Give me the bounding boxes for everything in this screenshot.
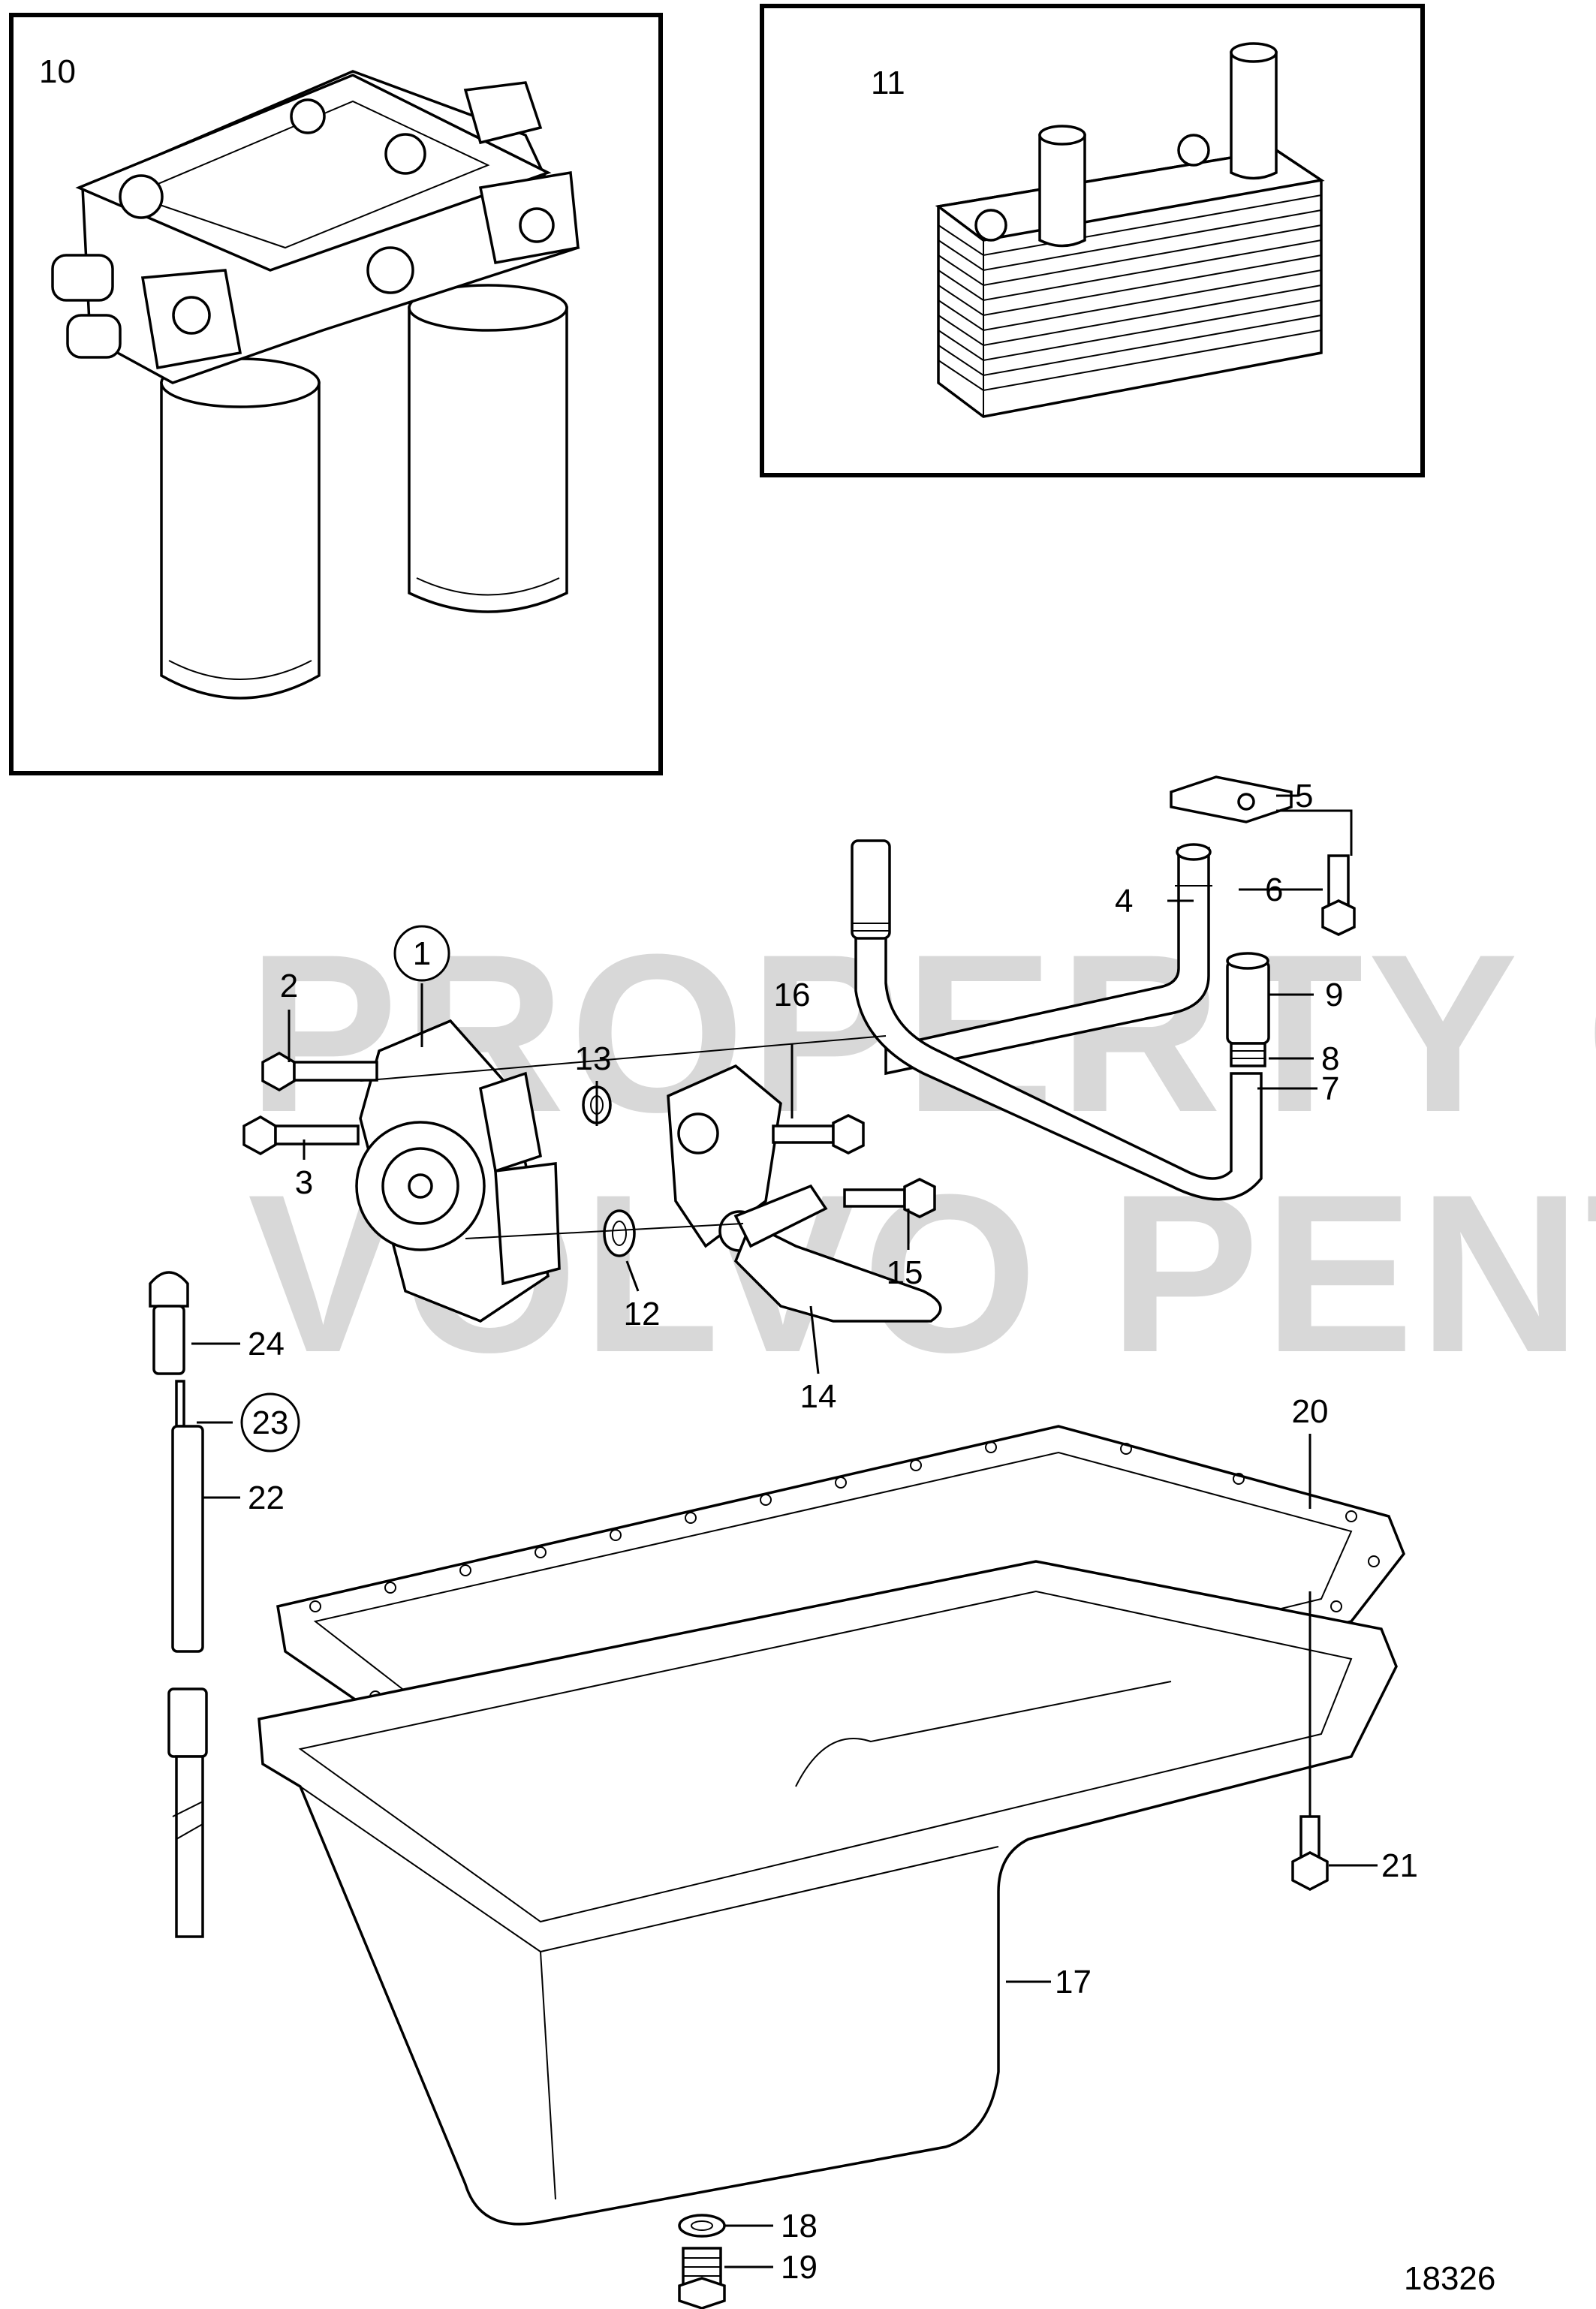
bolt-6 — [1321, 854, 1356, 936]
callout-9: 9 — [1325, 977, 1343, 1013]
dipstick-guide-tube — [167, 1425, 208, 1938]
callout-15: 15 — [887, 1254, 923, 1291]
callout-17: 17 — [1055, 1964, 1092, 2000]
oil-pump — [355, 1019, 561, 1323]
nipple-9 — [1226, 952, 1270, 1045]
callout-10: 10 — [39, 53, 76, 90]
o-ring-8 — [1230, 1042, 1266, 1067]
callout-20: 20 — [1292, 1393, 1329, 1430]
inset-oil-cooler: 11 — [760, 4, 1425, 477]
callout-2: 2 — [280, 968, 298, 1004]
dipstick — [149, 1271, 189, 1428]
bolt-15 — [843, 1178, 936, 1218]
washer-18 — [678, 2214, 726, 2238]
svg-text:23: 23 — [252, 1404, 289, 1441]
bolt-2 — [261, 1051, 378, 1092]
callout-6: 6 — [1265, 872, 1283, 908]
oil-pan — [257, 1560, 1398, 2226]
bolt-3 — [242, 1115, 360, 1156]
svg-text:1: 1 — [413, 935, 431, 972]
figure-number: 18326 — [1404, 2260, 1495, 2297]
callout-22: 22 — [248, 1480, 285, 1516]
callout-labels: 1 2 3 4 5 6 7 8 9 12 13 14 15 16 17 18 1… — [240, 778, 1418, 2286]
callout-12: 12 — [624, 1296, 661, 1332]
callout-24: 24 — [248, 1326, 285, 1362]
oil-cooler-body — [935, 42, 1325, 418]
callout-7: 7 — [1321, 1070, 1339, 1107]
oil-filter-canister-left — [160, 357, 321, 700]
callout-19: 19 — [781, 2249, 818, 2286]
bolt-21 — [1291, 1815, 1329, 1891]
callout-5: 5 — [1295, 778, 1313, 814]
bolt-16 — [772, 1114, 865, 1154]
leader-lines — [191, 794, 1378, 2268]
callout-21: 21 — [1381, 1847, 1418, 1884]
inset-oil-filter-housing: 10 — [9, 13, 663, 775]
seal-ring-12 — [603, 1209, 636, 1257]
callout-16: 16 — [774, 977, 811, 1013]
callout-14: 14 — [800, 1378, 837, 1415]
callout-3: 3 — [295, 1164, 313, 1201]
callout-18: 18 — [781, 2208, 818, 2244]
callout-4: 4 — [1115, 883, 1133, 920]
oil-pipe-7 — [851, 839, 1263, 1201]
filter-housing-body — [51, 70, 580, 384]
clamp-5 — [1170, 775, 1293, 823]
oil-filter-canister-right — [408, 284, 568, 613]
callout-11: 11 — [871, 65, 905, 101]
oil-pipe-4 — [884, 843, 1212, 1076]
drain-plug-19 — [678, 2247, 726, 2309]
callout-8: 8 — [1321, 1040, 1339, 1077]
suction-pipe-strainer — [667, 1064, 942, 1323]
callout-13: 13 — [575, 1040, 612, 1077]
callout-23: 23 — [240, 1392, 300, 1453]
callout-1: 1 — [393, 925, 450, 982]
